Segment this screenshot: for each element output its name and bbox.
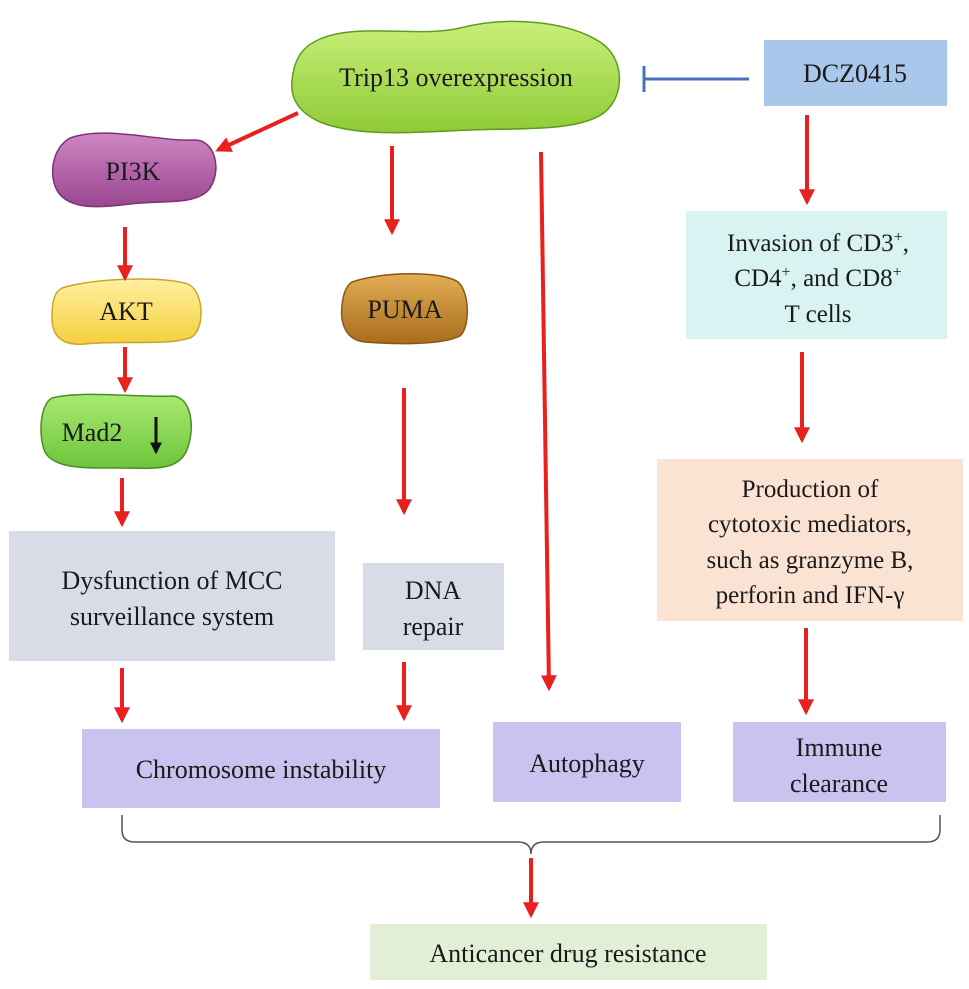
invasion-label-3: T cells xyxy=(785,301,852,328)
production-label-4: perforin and IFN-γ xyxy=(716,582,905,609)
resistance-label: Anticancer drug resistance xyxy=(429,939,706,968)
mad2-label: Mad2 xyxy=(62,418,123,447)
invasion-box xyxy=(686,211,947,339)
arrow-trip13-autophagy xyxy=(539,151,557,692)
arrow-trip13-pi3k xyxy=(215,111,299,152)
pi3k-label: PI3K xyxy=(106,157,161,186)
dcz-label: DCZ0415 xyxy=(803,59,907,88)
autophagy-box xyxy=(493,722,681,802)
dcz-box xyxy=(764,40,947,106)
inhibition-dcz-trip13 xyxy=(642,66,749,92)
akt-label: AKT xyxy=(99,297,153,326)
akt-shape xyxy=(51,278,202,345)
autophagy-label: Autophagy xyxy=(529,749,645,778)
chromosome-label: Chromosome instability xyxy=(136,755,387,784)
production-label-3: such as granzyme B, xyxy=(707,547,914,574)
invasion-label-2: CD4+, and CD8+ xyxy=(734,264,901,292)
production-label-2: cytotoxic mediators, xyxy=(708,511,912,538)
pi3k-shape xyxy=(51,132,217,208)
immune-box xyxy=(733,722,946,802)
dna-box xyxy=(363,563,504,650)
invasion-label: Invasion of CD3+, xyxy=(727,229,909,257)
puma-shape xyxy=(340,273,468,345)
resistance-box xyxy=(370,924,767,980)
production-box xyxy=(657,459,963,621)
trip13-label: Trip13 overexpression xyxy=(339,63,573,92)
immune-label-1: Immune xyxy=(796,733,883,762)
mcc-label-1: Dysfunction of MCC xyxy=(62,566,283,595)
chromosome-box xyxy=(82,729,440,808)
immune-label-2: clearance xyxy=(790,769,888,798)
trip13-shape xyxy=(290,20,621,134)
mcc-label-2: surveillance system xyxy=(70,602,274,631)
mcc-box xyxy=(9,531,335,661)
dna-label-1: DNA xyxy=(405,576,462,605)
puma-label: PUMA xyxy=(367,295,442,324)
production-label-1: Production of xyxy=(742,476,879,503)
bracket xyxy=(121,815,941,855)
dna-label-2: repair xyxy=(403,612,464,641)
